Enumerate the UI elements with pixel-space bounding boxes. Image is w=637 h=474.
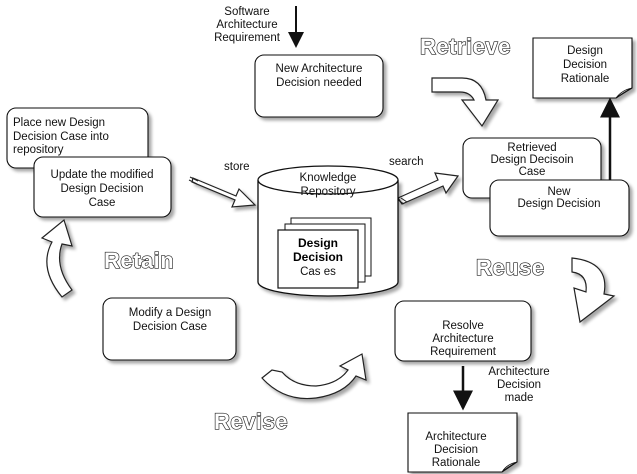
svg-text:repository: repository	[13, 144, 64, 156]
svg-text:Architecture: Architecture	[432, 333, 493, 345]
svg-text:Modify a Design: Modify a Design	[129, 307, 211, 319]
svg-text:Decision: Decision	[497, 379, 541, 391]
decision-made-label: Architecture Decision made	[488, 366, 549, 404]
svg-text:Requirement: Requirement	[430, 346, 497, 358]
svg-text:Software: Software	[224, 6, 269, 18]
retain-arrow	[40, 218, 73, 298]
new-design-decision-box: New Design Decision	[489, 179, 630, 237]
rationale-bottom-doc: Architecture Decision Rationale	[407, 412, 518, 473]
svg-text:Repository: Repository	[301, 186, 356, 198]
retrieve-arrow	[431, 77, 500, 128]
svg-text:Requirement: Requirement	[214, 32, 281, 44]
svg-text:Case: Case	[519, 166, 546, 178]
resolve-requirement-box: Resolve Architecture Requirement	[394, 300, 532, 362]
new-decision-needed-box: New Architecture Decision needed	[254, 54, 384, 118]
svg-text:New Architecture: New Architecture	[276, 63, 363, 75]
revise-label: Revise	[214, 409, 288, 434]
svg-text:Rationale: Rationale	[432, 457, 481, 469]
top-input-label: Software Architecture Requirement	[214, 6, 281, 44]
svg-text:Design Decisoin: Design Decisoin	[490, 154, 573, 166]
reuse-label: Reuse	[476, 255, 545, 280]
store-arrow	[188, 176, 257, 208]
rationale-top-doc: Design Decision Rationale	[532, 37, 633, 99]
svg-text:Architecture: Architecture	[216, 19, 277, 31]
knowledge-repository: Knowledge Repository Design Decision Cas…	[257, 165, 399, 297]
retain-label: Retain	[104, 248, 174, 273]
svg-text:New: New	[547, 186, 571, 198]
svg-text:Decision: Decision	[563, 59, 607, 71]
svg-text:Case: Case	[89, 197, 116, 209]
svg-text:Decision: Decision	[434, 444, 478, 456]
svg-text:Update the modified: Update the modified	[51, 169, 154, 181]
store-label: store	[224, 161, 250, 173]
svg-text:Decision: Decision	[293, 250, 343, 264]
modify-case-box: Modify a Design Decision Case	[102, 297, 237, 361]
svg-text:Design Decision: Design Decision	[60, 183, 143, 195]
retrieve-label: Retrieve	[420, 34, 511, 59]
search-arrow	[397, 172, 460, 205]
svg-text:Cas es: Cas es	[300, 266, 336, 278]
svg-text:Design Decision: Design Decision	[517, 198, 600, 210]
svg-text:Architecture: Architecture	[488, 366, 549, 378]
search-label: search	[389, 156, 424, 168]
update-modified-box: Update the modified Design Decision Case	[33, 156, 172, 218]
svg-text:Place new Design: Place new Design	[13, 117, 105, 129]
reuse-arrow	[571, 257, 616, 324]
svg-text:Rationale: Rationale	[561, 73, 610, 85]
repository-cases-label: Design	[298, 236, 338, 250]
svg-text:Architecture: Architecture	[425, 431, 486, 443]
svg-text:Resolve: Resolve	[442, 320, 484, 332]
svg-text:Decision Case: Decision Case	[133, 321, 207, 333]
svg-text:Decision needed: Decision needed	[276, 77, 362, 89]
svg-text:made: made	[505, 392, 534, 404]
place-new-case-box: Place new Design Decision Case into repo…	[6, 107, 149, 169]
revise-arrow	[261, 353, 367, 400]
svg-text:Knowledge: Knowledge	[300, 172, 357, 184]
svg-text:Decision Case into: Decision Case into	[13, 131, 109, 143]
svg-text:Retrieved: Retrieved	[507, 142, 556, 154]
svg-text:Design: Design	[567, 45, 603, 57]
